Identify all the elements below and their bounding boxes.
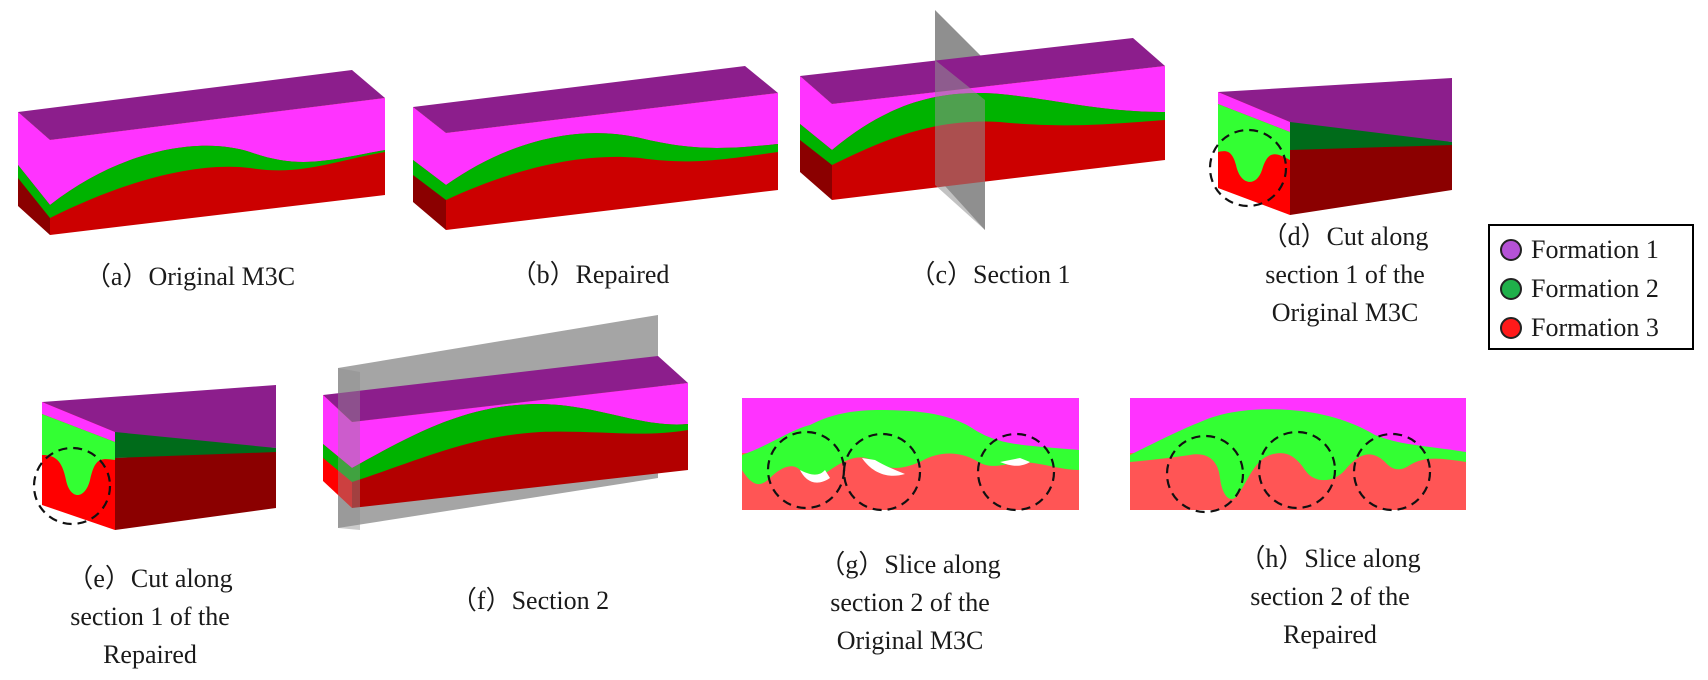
formation-1-side [323, 395, 352, 468]
panel-f-block [323, 315, 688, 530]
formation-1-front [832, 66, 1165, 150]
formation-1-cut [1218, 92, 1290, 132]
defect-marker-circle-1 [1165, 434, 1245, 514]
defect-marker-circle [1208, 128, 1288, 208]
formation-2-side [413, 160, 446, 200]
legend-item-formation-1: Formation 1 [1500, 232, 1659, 268]
defect-marker-circle-3 [1352, 432, 1432, 512]
caption-h: （h）Slice along section 2 of the Repaired [1239, 544, 1421, 649]
defect-marker-circle-2 [1257, 430, 1337, 510]
formation-2-front [446, 133, 778, 200]
defect-marker-circle [32, 446, 112, 526]
formation-1-front [446, 93, 778, 185]
formation-1-side [800, 76, 832, 150]
formation-2-front [50, 145, 385, 218]
formation-1-front [352, 383, 688, 468]
caption-g: （g）Slice along section 2 of the Original… [819, 550, 1001, 655]
caption-b: （b）Repaired [510, 260, 670, 289]
formation-2-side [800, 124, 832, 165]
block-top-face [413, 66, 778, 133]
legend-label: Formation 3 [1531, 313, 1659, 342]
panel-h-slice [1130, 398, 1466, 514]
formation-3-inner [115, 452, 276, 530]
caption-e: （e）Cut along section 1 of the Repaired [67, 564, 233, 669]
formation-2-cut [1218, 104, 1290, 182]
void-gap-1 [800, 470, 830, 483]
block-top-face [18, 70, 385, 140]
formation-2-front [832, 93, 1165, 165]
block-top-face [42, 385, 276, 448]
caption-d: （d）Cut along section 1 of the Original M… [1261, 222, 1429, 327]
void-gap-2 [862, 458, 905, 476]
caption-c: （c）Section 1 [909, 260, 1071, 289]
formation-1-side [413, 107, 446, 185]
void-gap-3 [1000, 458, 1030, 466]
defect-marker-circle-3 [976, 432, 1056, 512]
formation-2-slice [1130, 409, 1466, 499]
block-top-face [800, 38, 1165, 104]
formation-3-swatch [1500, 317, 1522, 339]
formation-1-front [50, 98, 385, 205]
legend-item-formation-3: Formation 3 [1500, 310, 1659, 346]
formation-2-inner [115, 432, 276, 458]
formation-2-swatch [1500, 278, 1522, 300]
panel-a-block [18, 70, 385, 235]
defect-marker-circle-2 [842, 432, 922, 512]
caption-f: （f）Section 2 [450, 586, 610, 615]
formation-2-inner [1290, 122, 1452, 150]
formation-1-swatch [1500, 239, 1522, 261]
panel-c-block [800, 10, 1165, 230]
panel-d-block [1208, 78, 1452, 215]
formation-2-front [352, 404, 688, 482]
caption-a: （a）Original M3C [84, 262, 296, 291]
formation-2-side [323, 444, 352, 482]
legend-label: Formation 1 [1531, 235, 1659, 264]
formation-1-cut [42, 402, 115, 442]
panel-b-block [413, 66, 778, 230]
formation-2-side [18, 165, 50, 218]
legend-label: Formation 2 [1531, 274, 1659, 303]
block-top-face [323, 356, 688, 422]
panel-e-block [32, 385, 276, 530]
formation-2-cut [42, 414, 115, 495]
legend-item-formation-2: Formation 2 [1500, 271, 1659, 307]
block-top-face [1218, 78, 1452, 142]
formation-1-side [18, 112, 50, 205]
section-plane-front-edge [338, 368, 360, 530]
legend: Formation 1 Formation 2 Formation 3 [1488, 224, 1694, 350]
formation-3-inner [1290, 145, 1452, 215]
panel-g-slice [742, 398, 1079, 512]
section-plane-front [935, 60, 985, 230]
